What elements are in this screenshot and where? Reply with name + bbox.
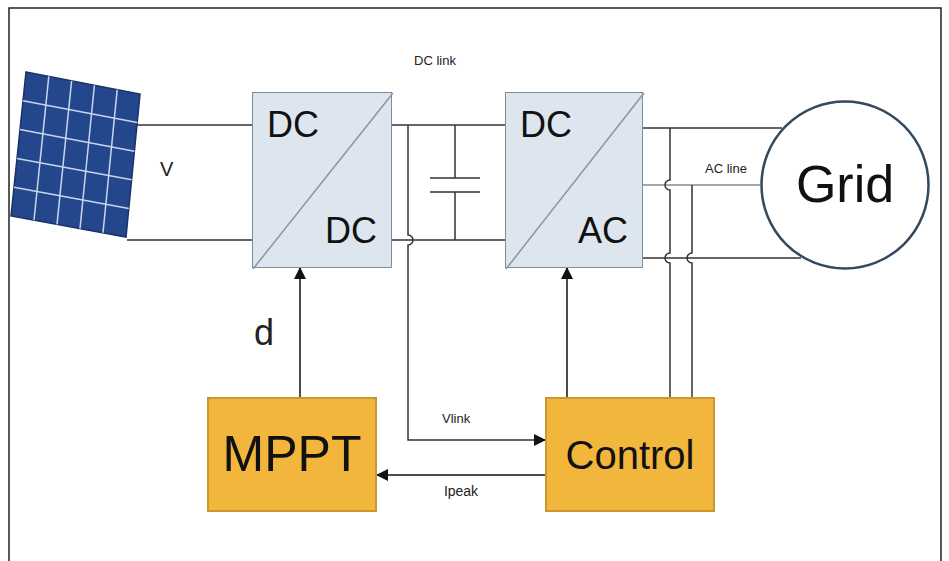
node-label: MPPT — [223, 427, 362, 482]
wire — [378, 239, 505, 241]
node-label: Grid — [796, 156, 894, 213]
node-label: DC — [520, 105, 572, 145]
signal-label: d — [252, 312, 276, 353]
signal-label: Ipeak — [442, 483, 480, 499]
voltage-label: V — [158, 158, 175, 181]
signal-label: Vlink — [440, 412, 472, 427]
signal-arrow — [566, 268, 568, 397]
diagonal-divider — [253, 93, 393, 269]
diagonal-divider — [506, 93, 644, 269]
converter-box: DC DC — [252, 92, 392, 268]
panel-cell-line — [57, 81, 72, 225]
line-label: AC line — [703, 162, 749, 177]
node-label: AC — [578, 211, 628, 251]
panel-cell-line — [34, 76, 49, 220]
bus-label: DC link — [412, 54, 458, 69]
grid-circle: Grid — [760, 100, 930, 270]
wire — [378, 124, 505, 126]
panel-grid — [14, 76, 137, 232]
ac-wire — [630, 257, 801, 259]
node-label: DC — [267, 105, 319, 145]
capacitor-symbol — [430, 125, 480, 240]
ac-wire — [630, 184, 760, 186]
panel-cell-line — [23, 101, 137, 123]
ac-wire — [630, 127, 782, 129]
frame-border — [9, 8, 941, 561]
panel-cell-line — [103, 90, 117, 233]
signal-arrow — [299, 268, 301, 397]
inverter-box: DC AC — [505, 92, 643, 268]
controller-box: Control — [545, 397, 715, 512]
node-label: Control — [566, 433, 695, 477]
signal-arrow — [377, 474, 545, 476]
wire — [127, 239, 252, 241]
circle-outline — [762, 102, 929, 269]
solar-panel — [11, 72, 140, 237]
sense-line — [687, 185, 692, 397]
sense-line — [665, 128, 670, 397]
wire — [136, 124, 252, 126]
panel-cell-line — [17, 158, 132, 179]
panel-cell-line — [80, 85, 94, 228]
panel-cell-line — [14, 187, 129, 208]
controller-box: MPPT — [207, 397, 377, 512]
node-label: DC — [325, 211, 377, 251]
panel-cell-line — [20, 130, 134, 152]
